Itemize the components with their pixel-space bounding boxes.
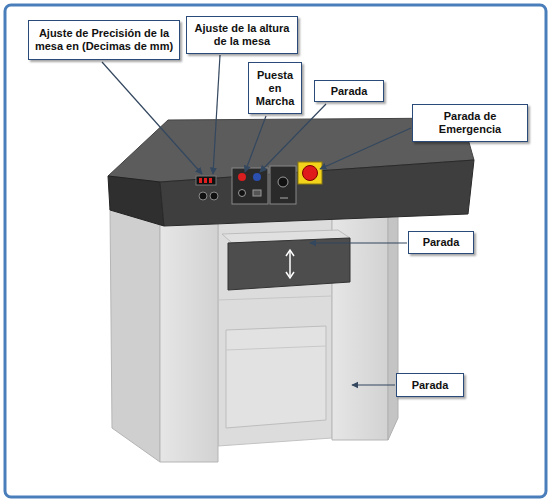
table-drawer (228, 238, 350, 290)
callout-box: Parada de Emergencia (412, 104, 528, 142)
callout-label: Puesta en Marcha (253, 69, 297, 108)
control-panel (160, 160, 474, 226)
callout-label: Parada (319, 85, 379, 98)
button-plate (232, 168, 268, 204)
display (196, 176, 216, 185)
callout-label: Parada de Emergencia (417, 110, 523, 136)
leader-lines (102, 55, 411, 385)
callout-box: Ajuste de la altura de la mesa (186, 16, 298, 54)
lower-door (226, 326, 326, 428)
callout-box: Ajuste de Precisión de la mesa en (Decim… (28, 20, 180, 60)
callout-label: Parada (413, 236, 469, 249)
callout-label: Ajuste de la altura de la mesa (191, 22, 293, 48)
stop-button (253, 173, 261, 181)
callout-label: Ajuste de Precisión de la mesa en (Decim… (33, 27, 175, 53)
left-leg (160, 222, 218, 462)
callout-label: Parada (401, 379, 459, 392)
start-button (238, 173, 246, 181)
emergency-plate (298, 162, 322, 184)
callout-box: Puesta en Marcha (248, 62, 302, 114)
cabinet-side (110, 208, 160, 462)
callout-box: Parada (408, 231, 474, 254)
frame (5, 5, 546, 497)
callout-box: Parada (314, 80, 384, 102)
emergency-button (303, 166, 318, 181)
callout-box: Parada (396, 373, 464, 397)
